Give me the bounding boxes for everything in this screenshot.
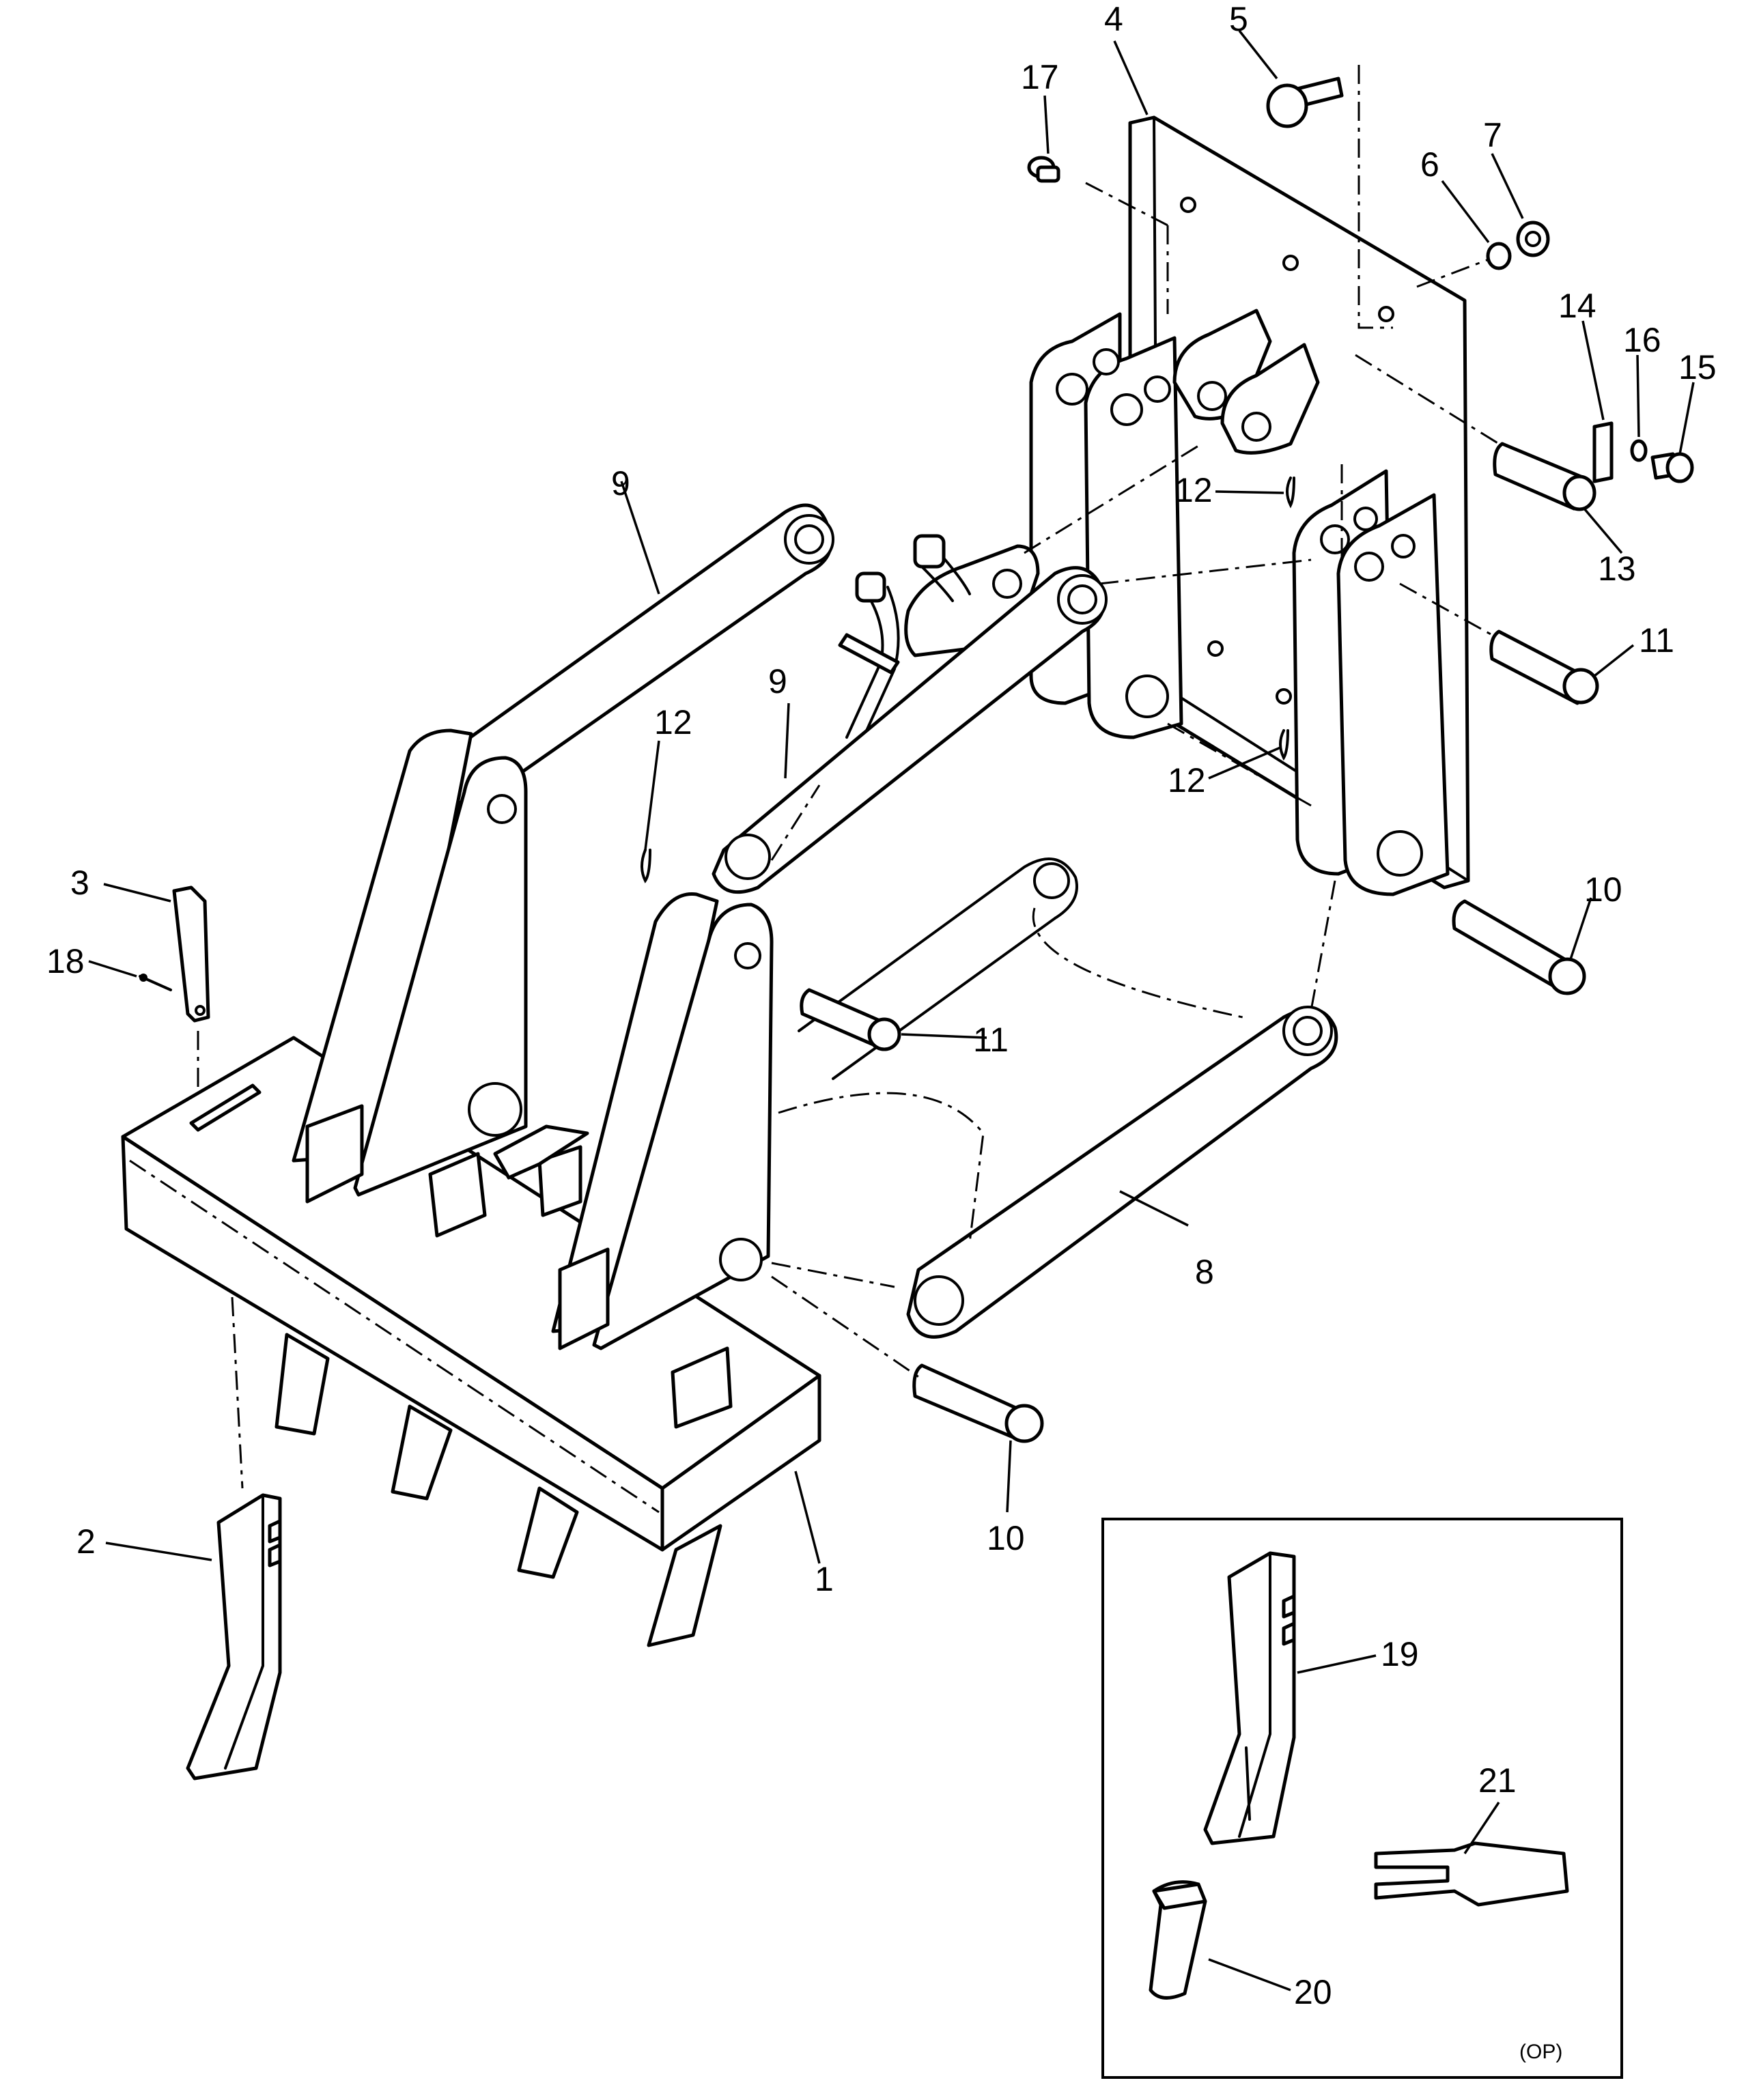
callout-16: 16 bbox=[1623, 321, 1661, 359]
callout-8: 8 bbox=[1195, 1253, 1214, 1291]
callout-12-top: 12 bbox=[1174, 471, 1213, 509]
callout-13: 13 bbox=[1598, 550, 1636, 588]
cotter-pin-12-mid bbox=[1279, 729, 1289, 761]
callout-15: 15 bbox=[1678, 348, 1717, 386]
callout-19: 19 bbox=[1381, 1635, 1419, 1673]
washer-16 bbox=[1630, 439, 1648, 462]
leader-lines bbox=[88, 29, 1695, 1991]
fork-tool-21 bbox=[1374, 1841, 1569, 1907]
callout-11-center: 11 bbox=[973, 1021, 1009, 1059]
pin-13 bbox=[1493, 442, 1596, 511]
tip-20 bbox=[1149, 1880, 1207, 2000]
frame-left bbox=[292, 728, 528, 1204]
callout-9-center: 9 bbox=[768, 662, 787, 700]
callout-4: 4 bbox=[1104, 0, 1123, 38]
callout-21: 21 bbox=[1478, 1761, 1517, 1800]
pin-11-center bbox=[800, 988, 901, 1051]
callout-5: 5 bbox=[1229, 0, 1248, 38]
plate-bracket-left bbox=[1029, 312, 1183, 739]
washer-6 bbox=[1486, 242, 1512, 270]
pin-10-lower bbox=[912, 1363, 1044, 1443]
bolt-5 bbox=[1266, 76, 1344, 128]
upper-link-left bbox=[435, 503, 834, 814]
shank-19 bbox=[1203, 1551, 1296, 1845]
frame-right bbox=[551, 892, 774, 1350]
bolt-15 bbox=[1650, 452, 1694, 483]
callout-12-left: 12 bbox=[654, 703, 692, 741]
callout-7: 7 bbox=[1483, 116, 1502, 154]
callout-11-right: 11 bbox=[1639, 621, 1674, 659]
callout-12-mid: 12 bbox=[1168, 761, 1206, 799]
beam-pockets bbox=[428, 1124, 733, 1429]
nut-7 bbox=[1516, 221, 1550, 257]
shank bbox=[186, 1493, 282, 1780]
pin-18 bbox=[139, 974, 172, 991]
cotter-pin-12-left bbox=[641, 849, 651, 883]
assembly-lines bbox=[197, 65, 1500, 1489]
grease-fitting-17 bbox=[1027, 156, 1060, 183]
callout-9-left: 9 bbox=[611, 464, 630, 502]
pin-11-right bbox=[1489, 629, 1599, 705]
callout-2: 2 bbox=[76, 1522, 96, 1561]
pin-10-right bbox=[1452, 899, 1586, 995]
callout-18: 18 bbox=[46, 942, 85, 980]
keeper-plate-14 bbox=[1592, 421, 1614, 483]
inset-tag: (OP) bbox=[1519, 2041, 1562, 2063]
callout-20: 20 bbox=[1294, 1973, 1332, 2011]
lower-link-rear bbox=[798, 857, 1078, 1080]
plate-clevis-center bbox=[1172, 309, 1320, 455]
callout-3: 3 bbox=[70, 864, 89, 902]
plate-bracket-right bbox=[1292, 469, 1450, 896]
callout-10-right: 10 bbox=[1584, 870, 1622, 909]
callout-14: 14 bbox=[1558, 287, 1596, 325]
upper-link-right bbox=[712, 566, 1108, 894]
cotter-pin-12-top bbox=[1286, 477, 1295, 509]
callout-10-lower: 10 bbox=[987, 1519, 1025, 1557]
lower-link bbox=[906, 1006, 1338, 1339]
beam-teeth bbox=[275, 1333, 722, 1647]
callout-1: 1 bbox=[815, 1560, 834, 1598]
lock-pin-3 bbox=[172, 885, 210, 1023]
callout-labels: 1 2 3 4 5 6 7 8 9 9 10 10 11 11 12 12 12… bbox=[46, 0, 1717, 2063]
inset-box bbox=[1101, 1518, 1623, 2079]
callout-17: 17 bbox=[1021, 58, 1059, 96]
callout-6: 6 bbox=[1420, 145, 1439, 184]
